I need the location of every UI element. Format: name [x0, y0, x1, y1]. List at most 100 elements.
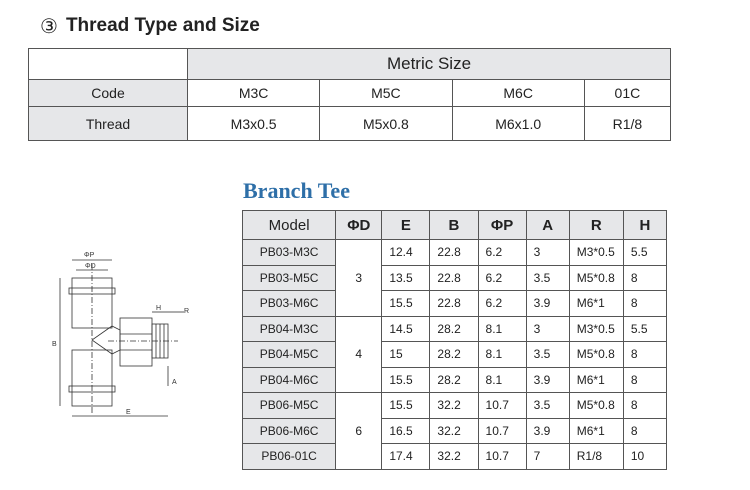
code-cell: M6C: [451, 79, 585, 107]
dim-label-b: B: [52, 341, 57, 348]
value-cell: 16.5: [381, 417, 431, 444]
value-cell: 6.2: [477, 239, 527, 266]
tee-hex-nut: [119, 317, 153, 367]
model-cell: PB03-M5C: [241, 264, 337, 291]
column-header-model: Model: [241, 210, 337, 240]
value-cell: M3*0.5: [568, 239, 624, 266]
value-cell: M6*1: [568, 417, 624, 444]
tee-center-block: [91, 325, 121, 355]
value-cell: 28.2: [429, 315, 479, 342]
value-cell: 3.9: [525, 366, 570, 393]
value-cell: M5*0.8: [568, 341, 624, 368]
value-cell: 15.5: [381, 392, 431, 419]
value-cell: 22.8: [429, 239, 479, 266]
model-cell: PB06-M6C: [241, 417, 337, 444]
thread-label: Thread: [28, 106, 188, 141]
value-cell: 3.9: [525, 290, 570, 317]
model-cell: PB06-M5C: [241, 392, 337, 419]
dim-label-e: E: [126, 409, 131, 416]
diameter-cell: 6: [335, 392, 383, 470]
model-cell: PB03-M3C: [241, 239, 337, 266]
value-cell: 8: [622, 392, 668, 419]
value-cell: 17.4: [381, 443, 431, 470]
dim-label-a: A: [172, 379, 177, 386]
thread-cell: M6x1.0: [451, 106, 585, 141]
value-cell: M5*0.8: [568, 264, 624, 291]
dim-label-h: H: [156, 305, 161, 312]
thread-cell: M5x0.8: [319, 106, 453, 141]
model-cell: PB04-M3C: [241, 315, 337, 342]
dim-label-d: ΦD: [85, 263, 96, 270]
branch-tee-diagram: ΦP ΦD H R B A E: [52, 252, 189, 417]
value-cell: 15.5: [381, 290, 431, 317]
value-cell: 3: [525, 315, 570, 342]
diameter-cell: 3: [335, 239, 383, 317]
value-cell: 8: [622, 264, 668, 291]
empty-corner-cell: [28, 48, 188, 80]
value-cell: 15: [381, 341, 431, 368]
column-header-e: E: [381, 210, 431, 240]
value-cell: 3: [525, 239, 570, 266]
value-cell: 8: [622, 366, 668, 393]
section-number: ③: [40, 15, 58, 38]
value-cell: R1/8: [568, 443, 624, 470]
value-cell: 15.5: [381, 366, 431, 393]
value-cell: 6.2: [477, 264, 527, 291]
value-cell: 8.1: [477, 366, 527, 393]
value-cell: 32.2: [429, 417, 479, 444]
thread-cell: R1/8: [583, 106, 672, 141]
column-header-r: R: [568, 210, 624, 240]
column-header-a: A: [525, 210, 570, 240]
value-cell: M6*1: [568, 366, 624, 393]
branch-tee-title: Branch Tee: [243, 178, 350, 203]
value-cell: 8: [622, 417, 668, 444]
code-cell: M5C: [319, 79, 453, 107]
value-cell: 28.2: [429, 341, 479, 368]
column-header-p: ΦP: [477, 210, 527, 240]
value-cell: 10.7: [477, 417, 527, 444]
value-cell: 22.8: [429, 290, 479, 317]
value-cell: M3*0.5: [568, 315, 624, 342]
dim-label-r: R: [184, 308, 189, 315]
value-cell: 10: [622, 443, 668, 470]
value-cell: 22.8: [429, 264, 479, 291]
value-cell: 6.2: [477, 290, 527, 317]
value-cell: 8.1: [477, 341, 527, 368]
value-cell: 32.2: [429, 392, 479, 419]
value-cell: 7: [525, 443, 570, 470]
section-title: Thread Type and Size: [65, 15, 260, 36]
value-cell: 14.5: [381, 315, 431, 342]
value-cell: 10.7: [477, 392, 527, 419]
value-cell: 8: [622, 341, 668, 368]
value-cell: 10.7: [477, 443, 527, 470]
value-cell: 5.5: [622, 239, 668, 266]
value-cell: 3.5: [525, 392, 570, 419]
value-cell: M6*1: [568, 290, 624, 317]
column-header-d: ΦD: [335, 210, 383, 240]
value-cell: 12.4: [381, 239, 431, 266]
value-cell: 8: [622, 290, 668, 317]
section-header: ③ Thread Type and Size: [40, 12, 260, 40]
model-cell: PB04-M6C: [241, 366, 337, 393]
value-cell: 13.5: [381, 264, 431, 291]
column-header-b: B: [429, 210, 479, 240]
thread-cell: M3x0.5: [186, 106, 321, 141]
value-cell: M5*0.8: [568, 392, 624, 419]
value-cell: 3.5: [525, 341, 570, 368]
value-cell: 5.5: [622, 315, 668, 342]
thread-size-table: Metric Size Code M3C M5C M6C 01C Thread …: [28, 48, 672, 141]
diameter-cell: 4: [335, 315, 383, 393]
code-cell: M3C: [186, 79, 321, 107]
value-cell: 3.9: [525, 417, 570, 444]
value-cell: 3.5: [525, 264, 570, 291]
